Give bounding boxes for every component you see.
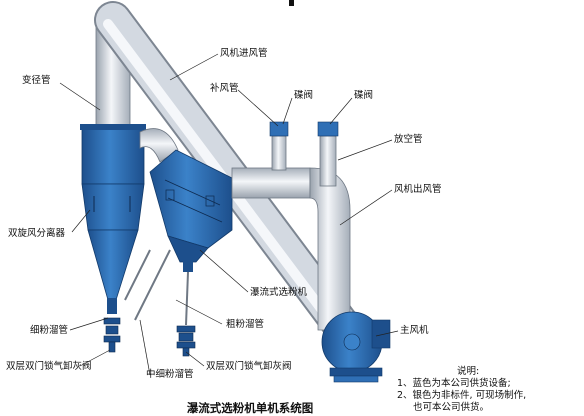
fan-outlet-pipe xyxy=(231,167,351,331)
top-marker xyxy=(289,0,294,6)
label-main-fan: 主风机 xyxy=(400,325,429,336)
supply-air-pipe xyxy=(269,121,289,171)
cascade-separator xyxy=(149,149,233,272)
separator-flap-valve xyxy=(176,325,196,357)
cyclone-flap-valve xyxy=(103,317,121,353)
vent-pipe xyxy=(317,121,339,187)
chutes xyxy=(124,249,189,326)
notes-line: 1、蓝色为本公司供货设备; xyxy=(397,378,511,389)
label-coarse-powder-chute: 粗粉溜管 xyxy=(226,319,265,330)
label-double-flap-valve-right: 双层双门锁气卸灰阀 xyxy=(206,361,292,372)
notes-line: 2、银色为非标件, 可现场制作, xyxy=(397,390,527,401)
label-fan-inlet-pipe: 风机进风管 xyxy=(220,48,268,59)
label-mid-fine-chute: 中细粉溜管 xyxy=(146,369,194,380)
label-double-flap-valve-left: 双层双门锁气卸灰阀 xyxy=(6,361,92,372)
leader-lines xyxy=(59,53,399,376)
diagram-title: 瀑流式选粉机单机系统图 xyxy=(186,401,314,415)
label-reducer-pipe: 变径管 xyxy=(22,75,51,86)
label-cyclone-separator: 双旋风分离器 xyxy=(8,228,66,239)
main-fan xyxy=(321,311,391,383)
notes-line: 也可本公司供货。 xyxy=(413,402,490,413)
cyclone-separator xyxy=(80,124,146,314)
notes-heading: 说明: xyxy=(457,366,480,377)
label-butterfly-valve-2: 碟阀 xyxy=(354,90,374,101)
label-fan-outlet-pipe: 风机出风管 xyxy=(394,184,442,195)
label-butterfly-valve-1: 碟阀 xyxy=(294,90,314,101)
label-fine-powder-chute: 细粉溜管 xyxy=(30,325,69,336)
label-cascade-separator: 瀑流式选粉机 xyxy=(250,287,308,298)
connecting-elbow xyxy=(139,128,179,163)
notes: 说明: 1、蓝色为本公司供货设备; 2、银色为非标件, 可现场制作, 也可本公司… xyxy=(397,366,526,414)
label-supply-air-pipe: 补风管 xyxy=(210,83,239,94)
label-vent-pipe: 放空管 xyxy=(394,134,423,145)
